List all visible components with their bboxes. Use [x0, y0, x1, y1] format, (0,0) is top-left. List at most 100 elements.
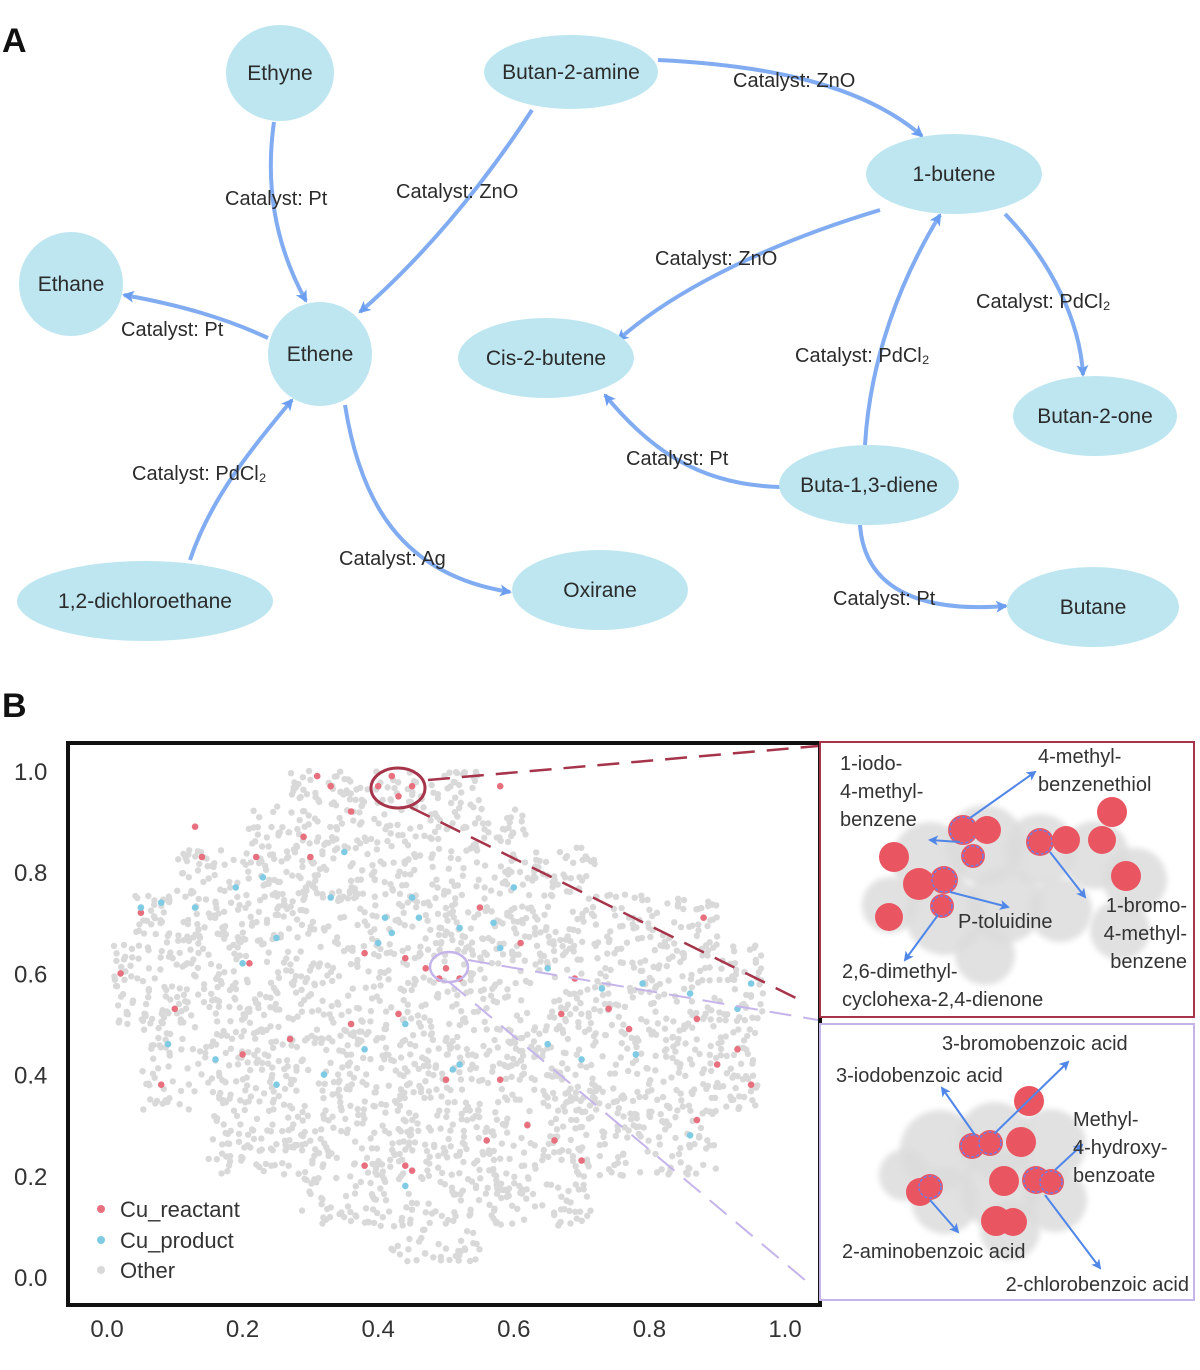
other-point — [404, 979, 412, 987]
other-point — [113, 950, 120, 957]
other-point — [596, 1141, 603, 1149]
other-point — [293, 1043, 301, 1051]
other-point — [319, 1036, 326, 1043]
other-point — [265, 843, 272, 850]
other-point — [248, 922, 256, 929]
panel-label-b: B — [2, 687, 27, 725]
other-point — [429, 863, 436, 871]
other-point — [463, 1116, 471, 1124]
edge-label: Catalyst: ZnO — [733, 70, 855, 92]
other-point — [531, 1203, 539, 1210]
other-point — [518, 818, 525, 825]
x-tick-label: 0.0 — [90, 1316, 123, 1343]
product-point — [415, 914, 423, 921]
other-point — [743, 1046, 750, 1053]
other-point — [369, 912, 376, 919]
other-point — [395, 779, 402, 786]
other-point — [675, 1069, 683, 1076]
pointer-arrow — [903, 914, 939, 962]
other-point — [220, 1121, 227, 1128]
other-point — [680, 896, 688, 904]
other-point — [477, 987, 485, 995]
other-point — [730, 1029, 737, 1036]
reactant-point — [361, 1162, 368, 1169]
other-point — [481, 884, 488, 891]
other-point — [302, 1140, 309, 1148]
other-point — [554, 881, 561, 888]
other-point — [604, 950, 611, 957]
other-point — [388, 843, 395, 850]
other-point — [575, 1186, 582, 1193]
other-point — [521, 859, 529, 866]
other-point — [488, 959, 495, 967]
other-point — [359, 1078, 366, 1086]
other-point — [623, 939, 631, 946]
other-point — [195, 949, 202, 957]
other-point — [663, 1046, 670, 1053]
other-point — [412, 1042, 419, 1050]
other-point — [363, 1071, 370, 1078]
other-point — [430, 789, 437, 796]
other-point — [577, 1062, 584, 1069]
other-point — [664, 900, 671, 907]
other-point — [625, 1127, 632, 1134]
other-point — [435, 1164, 442, 1171]
other-point — [317, 1135, 324, 1143]
other-point — [238, 1157, 245, 1164]
other-point — [463, 944, 470, 952]
other-point — [559, 1123, 567, 1130]
other-point — [382, 891, 389, 898]
other-point — [500, 940, 507, 947]
other-point — [390, 1057, 397, 1065]
other-point — [712, 1107, 719, 1115]
molecule-ball — [1038, 1169, 1064, 1195]
other-point — [178, 1046, 185, 1053]
other-point — [283, 848, 291, 855]
other-point — [567, 1085, 574, 1092]
other-point — [113, 983, 121, 990]
other-point — [475, 815, 482, 822]
other-point — [454, 769, 461, 777]
other-point — [242, 1087, 249, 1094]
other-point — [118, 963, 125, 971]
other-point — [427, 1127, 434, 1134]
other-point — [421, 1094, 428, 1102]
other-point — [704, 952, 711, 959]
inset-label: benzene — [1110, 951, 1187, 973]
other-point — [633, 1035, 641, 1042]
other-point — [551, 1149, 558, 1156]
other-point — [504, 993, 512, 1000]
other-point — [722, 1033, 729, 1040]
other-point — [576, 1208, 584, 1215]
other-point — [540, 1152, 547, 1159]
other-point — [559, 942, 566, 950]
pointer-arrow — [929, 1199, 960, 1234]
other-point — [531, 924, 539, 932]
other-point — [362, 984, 369, 991]
other-point — [605, 990, 612, 997]
other-point — [713, 941, 720, 948]
other-point — [243, 891, 250, 899]
other-point — [409, 1116, 416, 1124]
other-point — [426, 1153, 433, 1161]
other-point — [283, 1072, 290, 1080]
other-point — [524, 874, 531, 882]
other-point — [710, 1022, 717, 1030]
other-point — [294, 1013, 301, 1020]
other-point — [255, 1004, 262, 1012]
other-point — [424, 917, 431, 924]
edge-label: Catalyst: Pt — [626, 448, 729, 470]
other-point — [612, 1132, 619, 1140]
other-point — [481, 826, 488, 833]
product-point — [747, 980, 755, 987]
other-point — [412, 1112, 419, 1119]
other-point — [372, 1196, 380, 1203]
node-bubble — [779, 445, 959, 525]
other-point — [597, 970, 604, 977]
other-point — [519, 881, 527, 888]
other-point — [680, 1025, 687, 1033]
other-point — [247, 859, 255, 866]
other-point — [560, 1103, 567, 1110]
other-point — [636, 1169, 644, 1176]
other-point — [614, 1127, 622, 1134]
